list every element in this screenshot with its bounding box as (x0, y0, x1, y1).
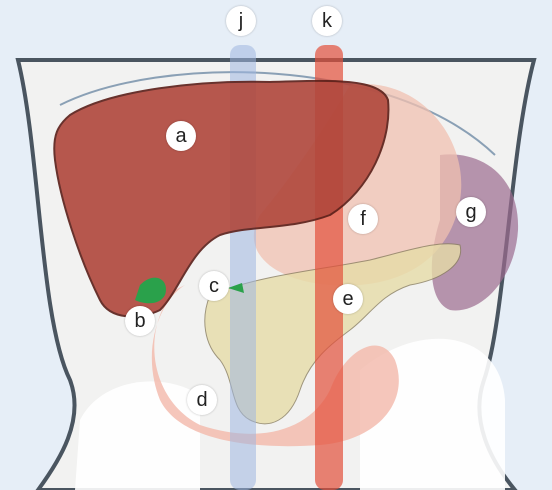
label-marker-k: k (312, 6, 342, 36)
label-marker-d: d (187, 385, 217, 415)
label-marker-a: a (166, 121, 196, 151)
label-marker-e: e (333, 284, 363, 314)
label-marker-f: f (348, 204, 378, 234)
label-marker-c: c (199, 271, 229, 301)
label-marker-j: j (226, 6, 256, 36)
label-marker-g: g (456, 197, 486, 227)
label-marker-b: b (125, 306, 155, 336)
